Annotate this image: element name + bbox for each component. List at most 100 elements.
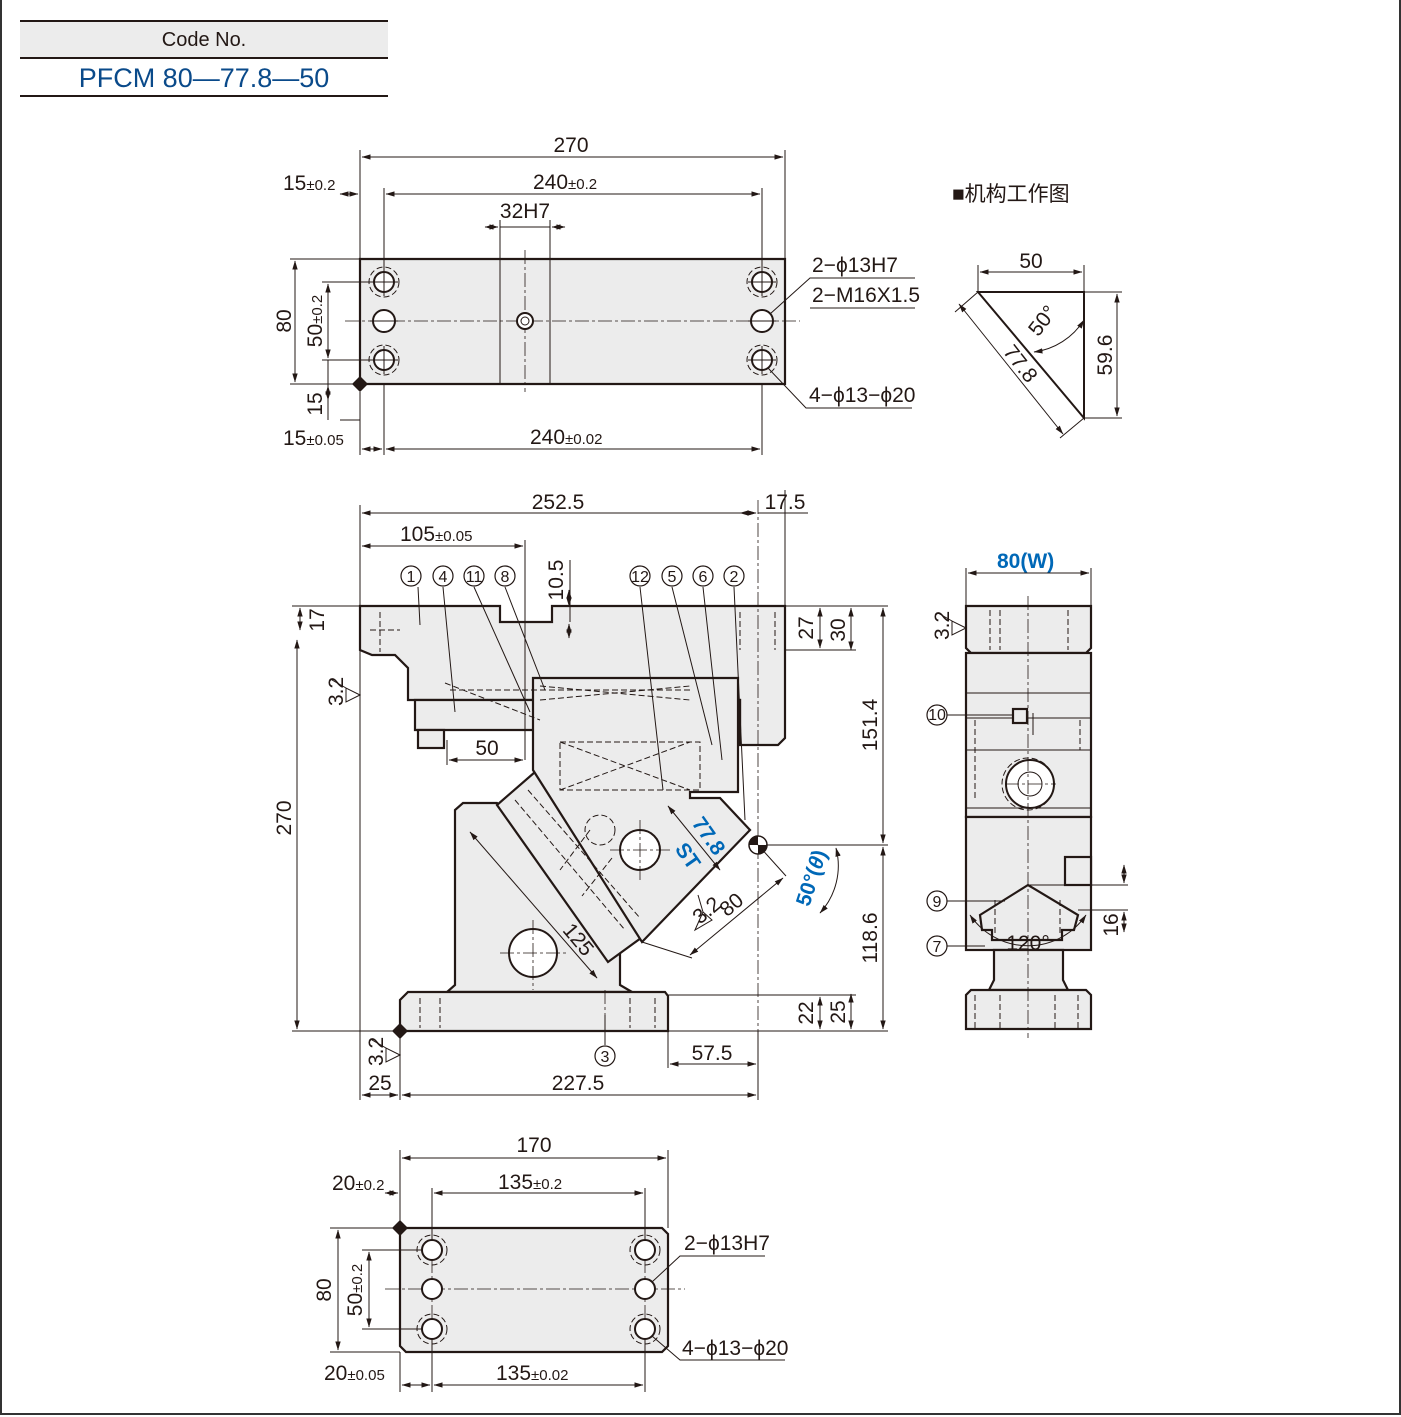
side-base-plate: [964, 988, 1093, 1031]
bottom-overall-width: 170: [516, 1134, 551, 1157]
front-upper-height: 151.4: [859, 698, 882, 751]
mechanism-stroke: 77.8: [998, 341, 1041, 387]
front-rod-length: 50: [475, 737, 498, 760]
top-plate: [358, 257, 787, 386]
balloon-10: 10: [926, 704, 948, 726]
callout-leaders: [767, 277, 915, 409]
svg-text:8: 8: [501, 569, 510, 586]
side-v-depth: 16: [1100, 913, 1123, 936]
front-overall-height: 270: [273, 800, 296, 835]
front-step-depth: 10.5: [545, 560, 568, 601]
bottom-edge-offset: 20±0.2: [332, 1172, 384, 1195]
svg-text:2: 2: [730, 569, 739, 586]
top-view: 270 240±0.2 15±0.2 32H7 80 50±0.2 15 15±…: [273, 134, 920, 455]
dim-80-slide: [689, 877, 784, 956]
mechanism-diagram: ■机构工作图 50 59.6 77.8 50°: [952, 183, 1122, 439]
dim-text-height: 80: [273, 309, 296, 332]
bottom-holes: [416, 1234, 661, 1345]
upper-block: [358, 604, 787, 747]
svg-text:6: 6: [699, 569, 708, 586]
side-screw: [1011, 707, 1029, 725]
side-view: 80(W) 16 120° 3.2 10 9 7: [926, 550, 1128, 1038]
svg-text:12: 12: [631, 569, 649, 586]
balloon-3: 3: [594, 1045, 616, 1067]
wedge-triangle: [975, 291, 1085, 421]
roughness-symbol: 3.2: [931, 611, 968, 640]
svg-text:7: 7: [933, 939, 942, 956]
balloon-9: 9: [926, 890, 948, 912]
code-label: Code No.: [20, 20, 388, 59]
svg-text:11: 11: [466, 569, 483, 586]
dim-text-hole-pitch: 240±0.2: [533, 171, 597, 194]
code-number-box: Code No. PFCM 80—77.8—50: [20, 20, 388, 97]
side-base-stem: [987, 948, 1070, 992]
front-base-25: 25: [827, 1000, 850, 1023]
mechanism-height: 59.6: [1094, 335, 1117, 376]
balloon-7: 7: [926, 935, 948, 957]
balloon-4: 4: [432, 565, 454, 587]
callout-dowel: 2−ϕ13H7: [812, 254, 898, 277]
svg-text:3.2: 3.2: [365, 1037, 388, 1066]
svg-text:5: 5: [668, 569, 677, 586]
dim-stroke: [667, 805, 721, 871]
bottom-bottom-edge-offset: 20±0.05: [324, 1362, 385, 1385]
svg-text:3: 3: [601, 1049, 610, 1066]
side-upper-block: [964, 604, 1093, 655]
front-view: 252.5 17.5 105±0.05 10.5 17 270 27 30 15…: [273, 490, 888, 1100]
mechanism-title: ■机构工作图: [952, 183, 1070, 206]
svg-text:10: 10: [928, 707, 946, 724]
bottom-callout-dowel: 2−ϕ13H7: [684, 1232, 770, 1255]
front-base-width: 227.5: [552, 1072, 605, 1095]
bottom-hole-pitch: 135±0.2: [498, 1171, 562, 1194]
bottom-pitch-v: 50±0.2: [344, 1264, 367, 1316]
balloon-11: 11: [463, 565, 485, 587]
svg-text:4: 4: [439, 569, 448, 586]
rod-end: [416, 728, 446, 750]
dim-text-edge-offset: 15±0.2: [283, 172, 335, 195]
holes: [368, 266, 778, 376]
bottom-view: 170 20±0.2 135±0.2 80 50±0.2 20±0.05 135…: [313, 1134, 788, 1392]
center-hole: [516, 312, 534, 330]
bottom-callout-cbore: 4−ϕ13−ϕ20: [682, 1337, 788, 1360]
front-base-left: 25: [368, 1072, 391, 1095]
dim-text-pitch-v: 50±0.2: [304, 295, 327, 347]
balloon-2: 2: [723, 565, 745, 587]
roughness-symbol: 3.2: [688, 892, 726, 932]
dim-text-edge-offset-v: 15: [304, 392, 327, 415]
svg-text:1: 1: [407, 569, 416, 586]
front-right-offset: 17.5: [765, 491, 806, 514]
balloon-8: 8: [494, 565, 516, 587]
front-base-right: 57.5: [692, 1042, 733, 1065]
roughness-symbol: 3.2: [325, 677, 362, 706]
front-overall-width: 252.5: [532, 491, 585, 514]
bottom-plate: [398, 1226, 670, 1354]
dim-text-overall-width: 270: [553, 134, 588, 157]
dim-text-bottom-pitch: 240±0.02: [530, 426, 602, 449]
dim-text-slot: 32H7: [500, 200, 550, 223]
svg-text:3.2: 3.2: [931, 611, 954, 640]
callout-tap: 2−M16X1.5: [812, 284, 920, 307]
callout-cbore: 4−ϕ13−ϕ20: [809, 384, 915, 407]
svg-text:3.2: 3.2: [688, 892, 725, 928]
side-v-angle: 120°: [1006, 932, 1049, 955]
svg-text:3.2: 3.2: [325, 677, 348, 706]
mechanism-width: 50: [1019, 250, 1042, 273]
dim-125: [469, 831, 598, 979]
svg-text:9: 9: [933, 894, 942, 911]
front-left-offset: 105±0.05: [400, 523, 472, 546]
bottom-bottom-pitch: 135±0.02: [496, 1362, 568, 1385]
balloon-6: 6: [692, 565, 714, 587]
front-base-22: 22: [795, 1001, 818, 1024]
front-angle: 50°(θ): [792, 847, 832, 909]
v-block: [978, 883, 1080, 942]
dim-text-bottom-edge-offset: 15±0.05: [283, 427, 344, 450]
front-step-30: 30: [827, 618, 850, 641]
side-key: [1063, 855, 1093, 887]
balloon-1: 1: [400, 565, 422, 587]
balloon-12: 12: [629, 565, 651, 587]
mechanism-angle: 50°: [1024, 301, 1062, 340]
bottom-height: 80: [313, 1278, 336, 1301]
code-value: PFCM 80—77.8—50: [20, 59, 388, 97]
